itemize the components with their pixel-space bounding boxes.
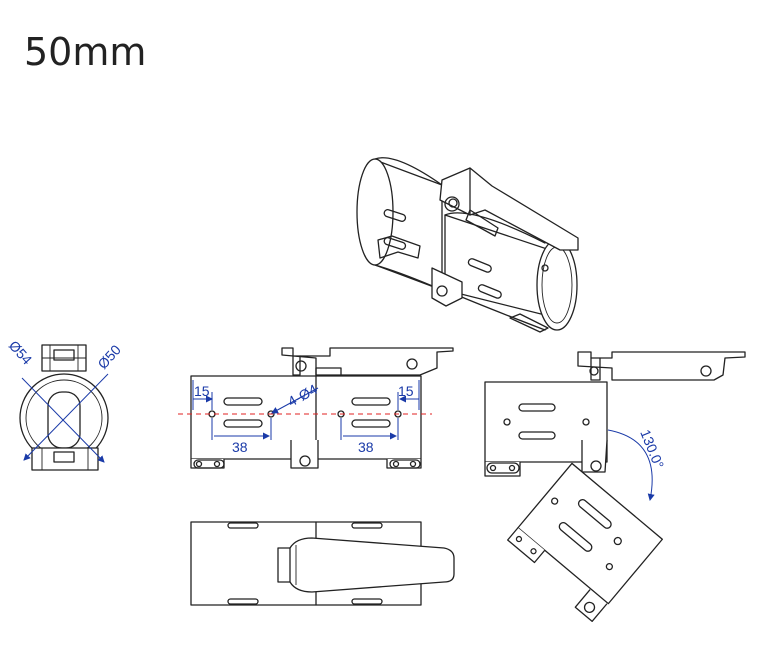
dim-inner-diameter: Ø50 (94, 341, 124, 372)
front-view: 15 38 38 15 4-Ø4 (178, 347, 454, 469)
dim-left-offset: 15 (194, 383, 210, 399)
dim-left-spacing: 38 (232, 439, 248, 455)
isometric-view (356, 157, 579, 333)
dim-outer-diameter: Ø54 (6, 337, 36, 368)
dim-fold-angle: 130.0° (637, 427, 667, 471)
page-title: 50mm (24, 30, 147, 74)
bottom-view (190, 521, 455, 606)
end-view: Ø54 Ø50 (6, 337, 124, 471)
dim-right-spacing: 38 (358, 439, 374, 455)
dim-right-offset: 15 (398, 383, 414, 399)
folded-view: 130.0° (484, 351, 746, 623)
